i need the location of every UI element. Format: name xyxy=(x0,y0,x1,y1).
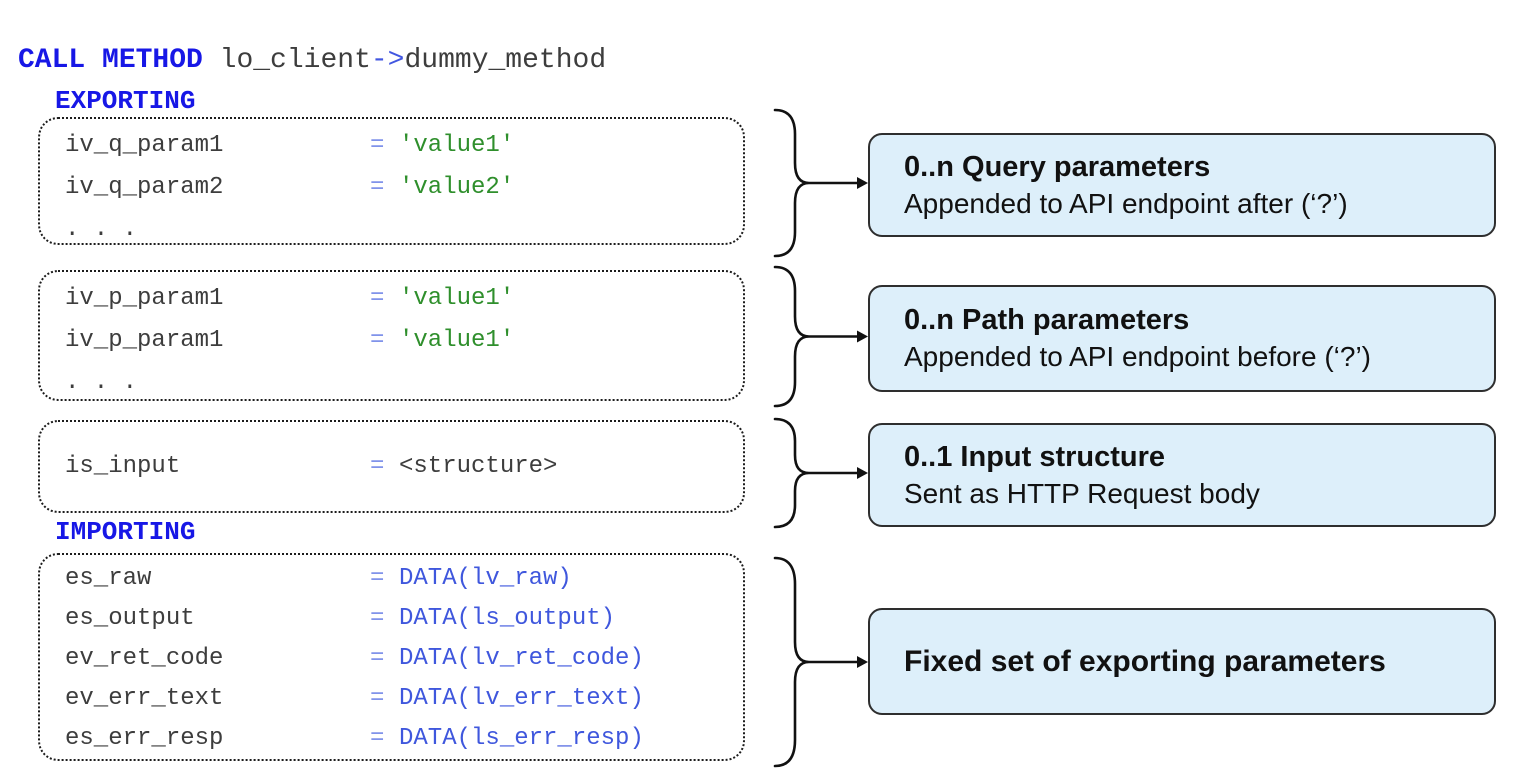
equals-operator: = xyxy=(370,725,385,752)
code-line: ev_err_text = DATA(lv_err_text) xyxy=(65,679,743,719)
ellipsis: . . . xyxy=(65,369,138,396)
param-value: DATA(lv_raw) xyxy=(399,565,572,592)
importing-params-box: es_raw = DATA(lv_raw) es_output = DATA(ls_ou… xyxy=(38,553,745,761)
param-name: iv_p_param1 xyxy=(65,327,224,354)
callout-title: 0..n Path parameters xyxy=(904,304,1190,336)
equals-operator: = xyxy=(370,285,385,312)
param-name: iv_q_param2 xyxy=(65,174,224,201)
equals-operator: = xyxy=(370,645,385,672)
importing-label: IMPORTING xyxy=(55,517,196,547)
code-line: iv_q_param1 = 'value1' xyxy=(65,125,743,167)
param-name: ev_ret_code xyxy=(65,645,224,672)
code-line: es_err_resp = DATA(ls_err_resp) xyxy=(65,719,743,759)
path-params-box: iv_p_param1 = 'value1' iv_p_param1 = 'value1… xyxy=(38,270,745,401)
equals-operator: = xyxy=(370,565,385,592)
call-object: lo_client xyxy=(202,45,371,76)
ellipsis: . . . xyxy=(65,216,138,243)
callout-input-structure: 0..1 Input structure Sent as HTTP Reques… xyxy=(868,423,1496,527)
callout-subtitle: Appended to API endpoint after (‘?’) xyxy=(904,187,1348,219)
call-method-name: dummy_method xyxy=(404,45,607,76)
param-value: DATA(ls_err_resp) xyxy=(399,725,644,752)
call-method-line: CALL METHOD lo_client->dummy_method xyxy=(18,44,606,78)
equals-operator: = xyxy=(370,685,385,712)
param-name: ev_err_text xyxy=(65,685,224,712)
brace-arrow-query xyxy=(773,108,868,258)
code-line-ellipsis: . . . xyxy=(65,209,743,243)
input-structure-box: is_input = <structure> xyxy=(38,420,745,513)
code-line: es_raw = DATA(lv_raw) xyxy=(65,559,743,599)
param-value: 'value1' xyxy=(399,132,515,159)
param-value: DATA(ls_output) xyxy=(399,605,616,632)
param-name: iv_q_param1 xyxy=(65,132,224,159)
equals-operator: = xyxy=(370,132,385,159)
code-line-ellipsis: . . . xyxy=(65,362,743,399)
callout-title: 0..n Query parameters xyxy=(904,150,1211,183)
param-name: is_input xyxy=(65,452,181,480)
callout-query-parameters: 0..n Query parameters Appended to API en… xyxy=(868,133,1496,237)
param-name: iv_p_param1 xyxy=(65,285,224,312)
brace-arrow-path xyxy=(773,265,868,408)
equals-operator: = xyxy=(370,327,385,354)
equals-operator: = xyxy=(370,452,385,480)
call-method-keyword: CALL METHOD xyxy=(18,45,203,76)
callout-subtitle: Sent as HTTP Request body xyxy=(904,477,1260,509)
code-line: es_output = DATA(ls_output) xyxy=(65,599,743,639)
param-name: es_err_resp xyxy=(65,725,224,752)
callout-title: Fixed set of exporting parameters xyxy=(904,645,1386,678)
param-value: DATA(lv_err_text) xyxy=(399,685,644,712)
brace-arrow-importing xyxy=(773,556,868,768)
arrow-operator: -> xyxy=(370,45,405,76)
equals-operator: = xyxy=(370,174,385,201)
param-value: <structure> xyxy=(399,452,558,480)
callout-title: 0..1 Input structure xyxy=(904,440,1166,473)
code-line: is_input = <structure> xyxy=(65,446,743,488)
param-value: DATA(lv_ret_code) xyxy=(399,645,644,672)
query-params-box: iv_q_param1 = 'value1' iv_q_param2 = 'value2… xyxy=(38,117,745,245)
param-value: 'value2' xyxy=(399,174,515,201)
exporting-label: EXPORTING xyxy=(55,86,196,116)
param-value: 'value1' xyxy=(399,327,515,354)
code-line: ev_ret_code = DATA(lv_ret_code) xyxy=(65,639,743,679)
brace-arrow-input xyxy=(773,417,868,529)
code-line: iv_p_param1 = 'value1' xyxy=(65,320,743,362)
code-line: iv_p_param1 = 'value1' xyxy=(65,278,743,320)
param-value: 'value1' xyxy=(399,285,515,312)
callout-subtitle: Appended to API endpoint before (‘?’) xyxy=(904,341,1372,372)
param-name: es_output xyxy=(65,605,195,632)
param-name: es_raw xyxy=(65,565,152,592)
code-line: iv_q_param2 = 'value2' xyxy=(65,167,743,209)
callout-fixed-exporting: Fixed set of exporting parameters xyxy=(868,608,1496,715)
equals-operator: = xyxy=(370,605,385,632)
callout-path-parameters: 0..n Path parameters Appended to API end… xyxy=(868,285,1496,392)
